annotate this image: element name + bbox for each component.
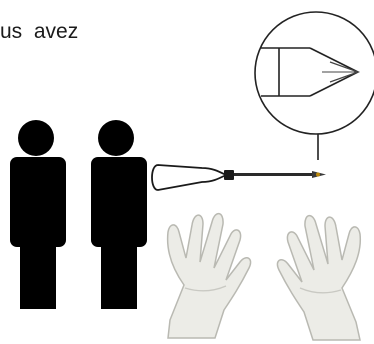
phillips-screwdriver-icon — [151, 164, 326, 191]
caption-text: us avez — [0, 20, 79, 43]
screwdriver-tip-magnifier-icon — [254, 11, 374, 160]
person-silhouette-icon — [10, 120, 66, 309]
cotton-gloves-icon — [166, 212, 362, 341]
person-silhouette-icon — [91, 120, 147, 309]
